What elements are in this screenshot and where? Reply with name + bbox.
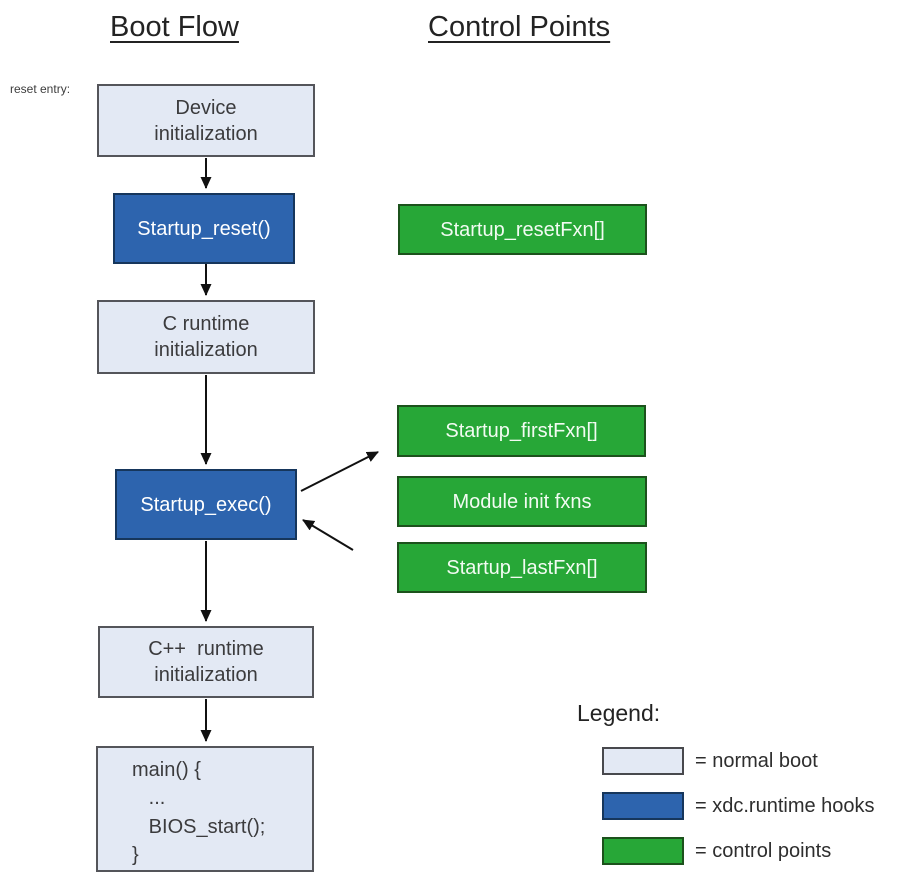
node-startup-reset: Startup_reset() xyxy=(113,193,295,264)
node-cpp-runtime-initialization: C++ runtime initialization xyxy=(98,626,314,698)
reset-entry-label: reset entry: xyxy=(10,82,71,96)
node-startup-reset-fxn: Startup_resetFxn[] xyxy=(398,204,647,255)
node-c-runtime-initialization: C runtime initialization xyxy=(97,300,315,374)
legend-label-xdc-runtime-hooks: = xdc.runtime hooks xyxy=(695,794,875,817)
legend-swatch-xdc-runtime-hooks xyxy=(602,792,684,820)
node-startup-first-fxn: Startup_firstFxn[] xyxy=(397,405,646,457)
node-device-initialization: Device initialization xyxy=(97,84,315,157)
legend-swatch-control-points xyxy=(602,837,684,865)
legend-row-xdc-runtime-hooks: = xdc.runtime hooks xyxy=(602,792,875,820)
legend-row-control-points: = control points xyxy=(602,837,831,865)
node-startup-exec: Startup_exec() xyxy=(115,469,297,540)
node-startup-last-fxn: Startup_lastFxn[] xyxy=(397,542,647,593)
legend-label-normal-boot: = normal boot xyxy=(695,749,818,772)
node-main-bios-start: main() { ... BIOS_start(); } xyxy=(96,746,314,872)
legend-row-normal-boot: = normal boot xyxy=(602,747,818,775)
node-module-init-fxns: Module init fxns xyxy=(397,476,647,527)
arrow-lastfxn-to-exec xyxy=(302,519,354,551)
control-points-column-title: Control Points xyxy=(428,11,611,43)
boot-flow-column-title: Boot Flow xyxy=(110,11,239,43)
legend-swatch-normal-boot xyxy=(602,747,684,775)
legend-title: Legend: xyxy=(577,700,661,726)
arrow-exec-to-firstfxn xyxy=(300,451,379,492)
legend-label-control-points: = control points xyxy=(695,839,832,862)
